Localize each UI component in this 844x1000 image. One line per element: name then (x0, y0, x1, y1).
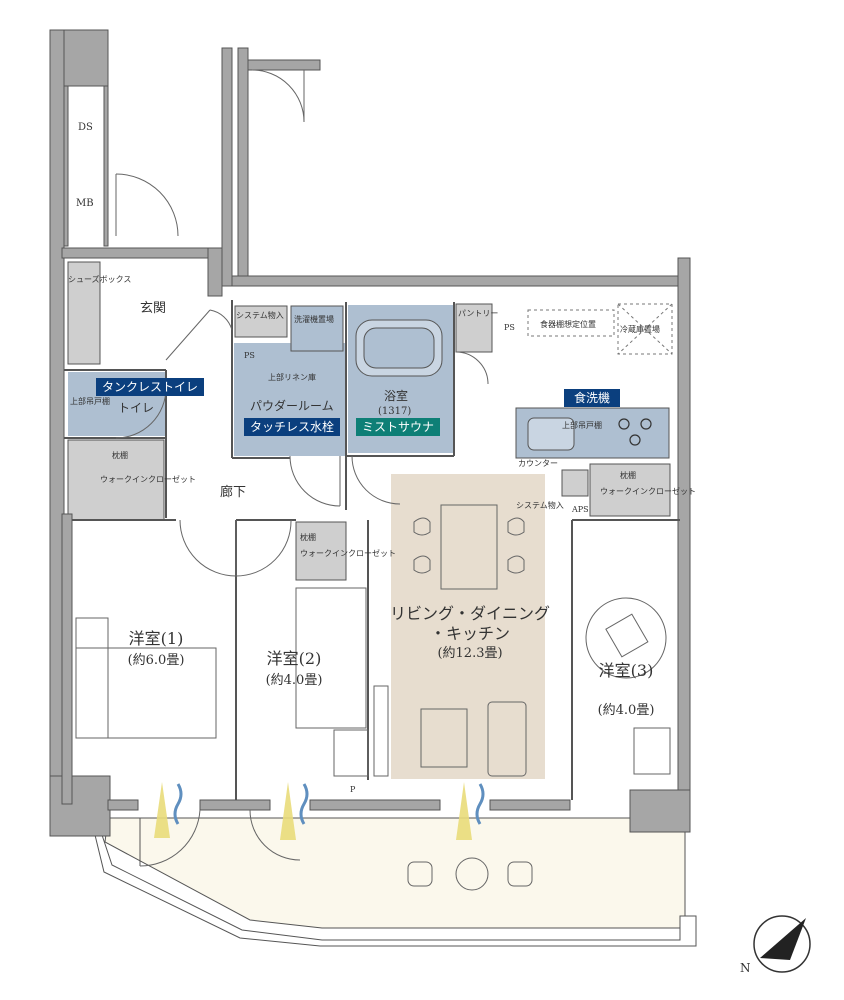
pantry-label: パントリー (458, 309, 498, 318)
fridge-label: 冷蔵庫置場 (620, 324, 660, 334)
western1-size: (約6.0畳) (127, 653, 185, 668)
walkin-closet-label-2: ウォークインクローゼット (300, 548, 396, 558)
armchair (605, 613, 649, 658)
walkin-closet-label-3: ウォークインクローゼット (600, 486, 696, 496)
system-storage-top-label: システム物入 (236, 310, 284, 320)
bathtub-inner (363, 327, 435, 369)
entrance-label: 玄関 (140, 301, 166, 316)
door-swings (115, 69, 489, 867)
walkin-closet-1 (67, 439, 165, 521)
system-storage-kitchen (561, 469, 589, 497)
western-room-3: 洋室(3) (約4.0畳) (576, 660, 676, 722)
walkin-closet-2 (295, 521, 347, 581)
desk-3 (633, 727, 671, 775)
ps-label: PS (244, 351, 255, 360)
dining-chairs (413, 517, 525, 574)
mb-label: MB (76, 198, 94, 209)
ldk-room: リビング・ダイニング ・キッチン (約12.3畳) (372, 604, 568, 664)
compass-north-label: N (740, 961, 751, 975)
ldk-size: (約12.3畳) (437, 646, 503, 661)
tv-board (373, 685, 389, 777)
shelf-pole-label-1: 枕棚 (112, 450, 128, 460)
western2-size: (約4.0畳) (265, 673, 323, 688)
washer-area (290, 305, 344, 352)
toilet-label: トイレ (118, 401, 154, 415)
p-label: P (350, 785, 356, 794)
western-room-1: 洋室(1) (約6.0畳) (96, 628, 216, 672)
bed-2 (295, 587, 367, 729)
ldk-name-line1: リビング・ダイニング (389, 604, 550, 623)
western3-size: (約4.0畳) (597, 703, 655, 718)
wind-indicators (154, 782, 485, 840)
counter-label: カウンター (518, 459, 558, 468)
washer-label: 洗濯機置場 (294, 314, 334, 324)
shoe-box (67, 261, 101, 365)
touchless-faucet-tag: タッチレス水栓 (244, 418, 340, 436)
walkin-closet-label-1: ウォークインクローゼット (100, 474, 196, 484)
stove-icon (618, 418, 652, 446)
ps-kitchen-label: PS (504, 323, 515, 332)
shoe-box-label: シューズボックス (68, 274, 131, 284)
upper-cabinet-label: 上部吊戸棚 (562, 420, 602, 430)
western2-name: 洋室(2) (266, 649, 322, 668)
ds-label: DS (78, 122, 93, 133)
ldk-name-line2: ・キッチン (429, 624, 510, 643)
western3-name: 洋室(3) (598, 661, 654, 680)
partitions (64, 300, 680, 800)
kitchen-sink (527, 417, 575, 451)
hall-label: 廊下 (220, 484, 246, 500)
upper-linen-label: 上部リネン庫 (268, 372, 316, 382)
tankless-toilet-tag: タンクレストイレ (96, 378, 204, 396)
western-room-2: 洋室(2) (約4.0畳) (236, 648, 352, 692)
dish-dryer-label: 食器棚想定位置 (540, 319, 596, 329)
desk-2 (333, 729, 369, 777)
pantry (455, 303, 493, 353)
ldk-highlight (391, 474, 545, 779)
living-table (420, 708, 468, 768)
armchair-area (585, 597, 667, 679)
powder-room-floor (234, 343, 346, 456)
aps-label: APS (571, 505, 589, 514)
balcony-railing (94, 834, 697, 947)
system-storage-kitchen-label: システム物入 (516, 500, 564, 510)
shelf-pole-label-3: 枕棚 (620, 470, 636, 480)
powder-room-label: パウダールーム (250, 398, 334, 413)
compass-icon: N (740, 915, 811, 975)
sofa (487, 701, 527, 777)
mist-sauna-tag: ミストサウナ (356, 418, 440, 436)
bath-label: 浴室 (384, 388, 408, 403)
shelf-pole-label-2: 枕棚 (300, 532, 316, 542)
dishwasher-tag: 食洗機 (564, 389, 620, 407)
system-storage-top (234, 305, 288, 338)
dish-dryer-area (527, 309, 615, 337)
walls (49, 29, 691, 837)
bed-1-headboard (75, 617, 109, 739)
bath-size-label: (1317) (378, 406, 411, 417)
walkin-closet-3 (589, 463, 671, 517)
dining-table (440, 504, 498, 590)
balcony-furniture (407, 857, 533, 891)
fridge-area (617, 303, 673, 355)
western1-name: 洋室(1) (128, 629, 184, 648)
upper-shelf-toilet-label: 上部吊戸棚 (70, 396, 110, 406)
